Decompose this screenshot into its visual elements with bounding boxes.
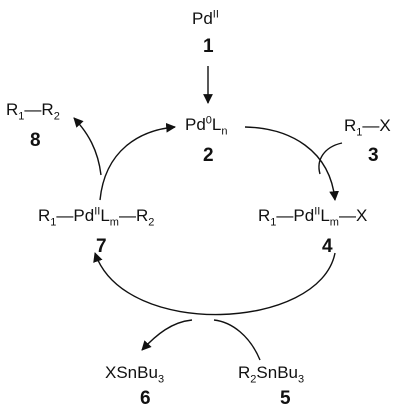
compound-product-formula: R1—R2 [6,100,60,122]
oxidative-addition-arrow [244,126,339,201]
compound-transmet-formula: R1—PdIILm—R2 [38,205,154,228]
formula-text: —Pd [276,206,315,225]
compound-pd0-formula: Pd0Ln [185,114,228,137]
formula-superscript: II [314,205,321,218]
r1x-entry-arc [318,142,343,175]
compound-2-number: 2 [203,145,214,166]
formula-superscript: II [94,205,101,218]
compound-4-number: 4 [322,236,333,257]
compound-1-number: 1 [203,36,214,57]
formula-subscript: 3 [157,373,165,386]
formula-text: R [344,116,357,135]
xsnbu3-exit-arrow [141,319,193,351]
formula-text: —X [362,116,391,135]
formula-subscript: 1 [18,110,25,123]
compound-5-number: 5 [280,388,291,409]
formula-subscript: 1 [50,216,57,229]
formula-text: —Pd [56,206,95,225]
formula-subscript: n [221,125,228,138]
formula-text: —R [24,100,54,119]
compound-oxadd-formula: R1—PdIILm—X [258,205,368,228]
formula-text: XSnBu [105,363,158,382]
formula-text: Pd [192,9,213,28]
formula-text: L [211,115,222,134]
compound-xsnbu3-formula: XSnBu3 [105,363,164,385]
compound-7-number: 7 [96,236,107,257]
product-exit-arrow [73,117,102,176]
formula-subscript: 3 [298,373,305,386]
formula-text: R [258,206,271,225]
formula-subscript: 1 [356,126,363,139]
formula-subscript: m [109,216,119,229]
formula-subscript: m [329,216,339,229]
r2snbu3-entry-arc [213,319,261,361]
formula-text: R [238,363,251,382]
formula-subscript: 2 [148,216,155,229]
formula-text: L [100,206,110,225]
transmetalation-arrow [93,252,336,316]
formula-text: R [38,206,51,225]
formula-text: SnBu [256,363,298,382]
compound-6-number: 6 [140,388,151,409]
formula-text: Pd [185,115,206,134]
formula-text: R [6,100,19,119]
formula-superscript: 0 [205,114,212,127]
compound-8-number: 8 [30,130,41,151]
compound-r2snbu3-formula: R2SnBu3 [238,363,304,385]
formula-subscript: 1 [270,216,277,229]
compound-3-number: 3 [368,145,379,166]
reductive-elimination-arrow [99,122,176,201]
formula-text: L [320,206,330,225]
formula-text: —X [338,206,368,225]
formula-superscript: II [212,8,219,21]
formula-subscript: 2 [250,373,257,386]
formula-subscript: 2 [53,110,60,123]
formula-text: —R [118,206,149,225]
compound-r1x-formula: R1—X [344,116,391,138]
compound-pd2-formula: PdII [192,8,219,28]
